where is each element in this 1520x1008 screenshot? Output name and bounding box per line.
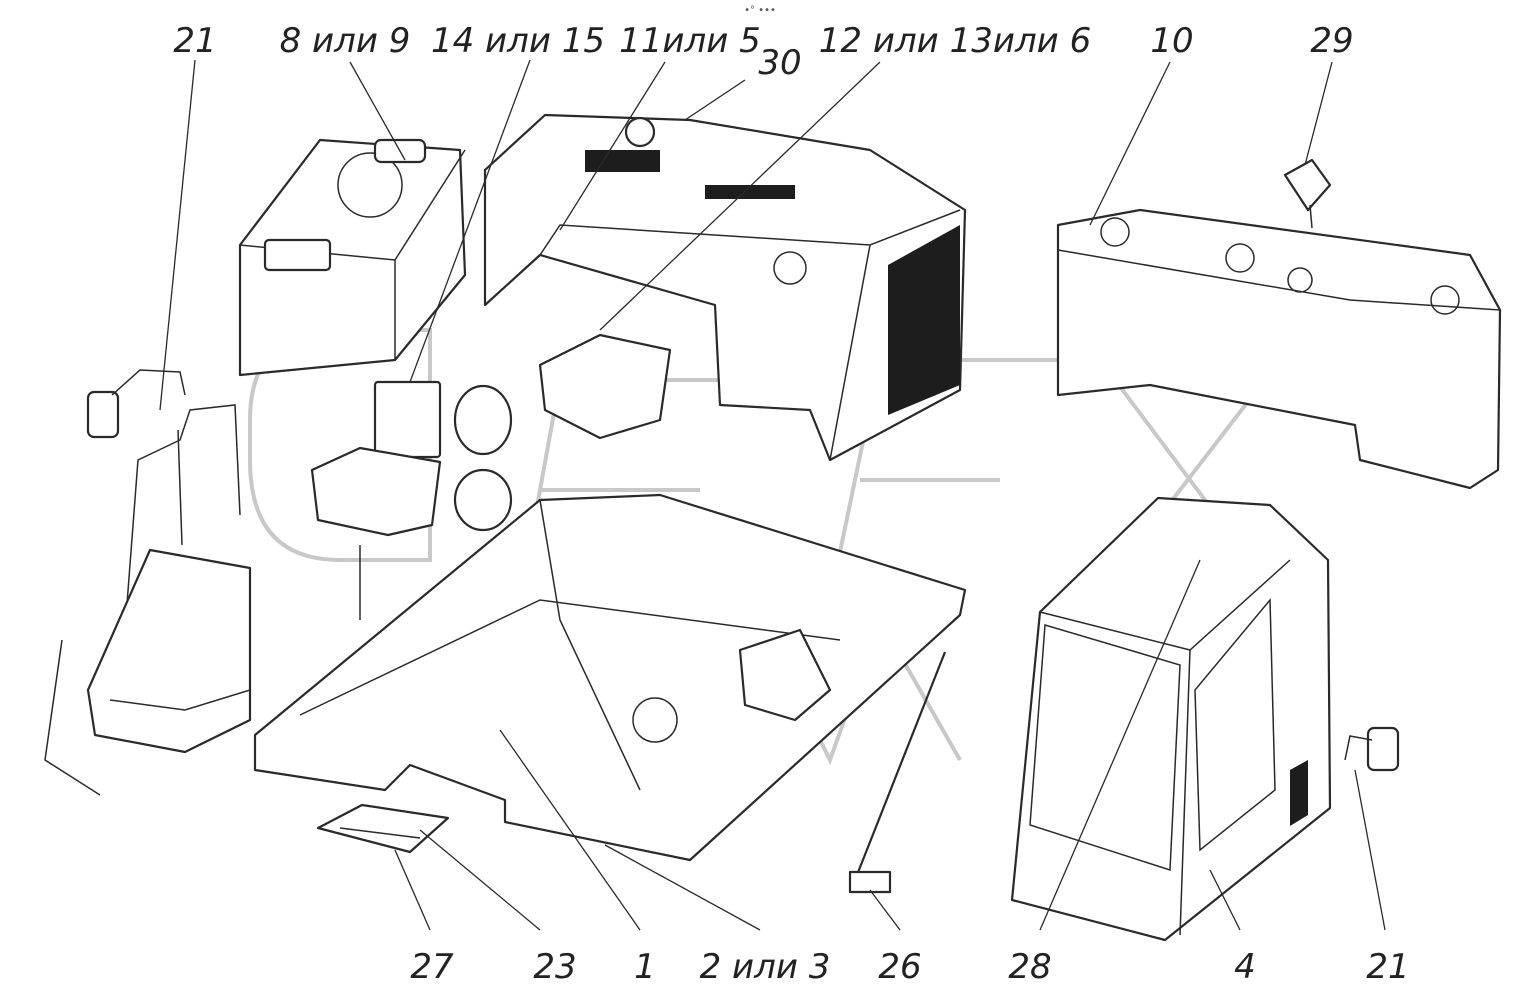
dot-marker: •° •••	[744, 5, 776, 16]
cab	[1010, 496, 1332, 942]
mirror-top	[1283, 158, 1332, 229]
callout-21-bottom: 21	[1366, 947, 1409, 987]
callouts-bottom: 27 23 1 2 или 3 26 28 4 21	[410, 947, 1409, 987]
callout-10: 10	[1150, 21, 1193, 61]
callout-2-or-3: 2 или 3	[700, 947, 831, 987]
counterweight	[1056, 208, 1502, 490]
hydraulic-components	[310, 333, 672, 620]
handrails	[44, 404, 241, 796]
callouts-top: 21 8 или 9 14 или 15 11или 5 30 12 или 1…	[173, 21, 1353, 83]
callout-12-or-13-or-6: 12 или 13или 6	[819, 21, 1091, 61]
callout-23: 23	[533, 947, 576, 987]
wiper	[848, 651, 947, 894]
step-plate	[316, 803, 450, 854]
callout-26: 26	[878, 947, 921, 987]
engine-hood	[483, 113, 967, 462]
leader-lines	[159, 59, 1386, 931]
callout-27: 27	[410, 947, 454, 987]
mirror-right	[1344, 726, 1400, 772]
callout-29: 29	[1310, 21, 1353, 61]
callout-8-or-9: 8 или 9	[280, 21, 411, 61]
hydraulic-tank	[238, 138, 467, 377]
radiator-grille	[888, 225, 960, 415]
mirror-left	[86, 369, 186, 439]
callout-1: 1	[634, 947, 656, 987]
callout-30: 30	[758, 43, 801, 83]
upper-frame	[253, 493, 967, 862]
callout-14-or-15: 14 или 15	[431, 21, 605, 61]
callout-21-top: 21	[173, 21, 216, 61]
step-box	[86, 548, 252, 754]
callout-4: 4	[1234, 947, 1256, 987]
callout-28: 28	[1008, 947, 1051, 987]
callout-11-or-5: 11или 5	[619, 21, 761, 61]
